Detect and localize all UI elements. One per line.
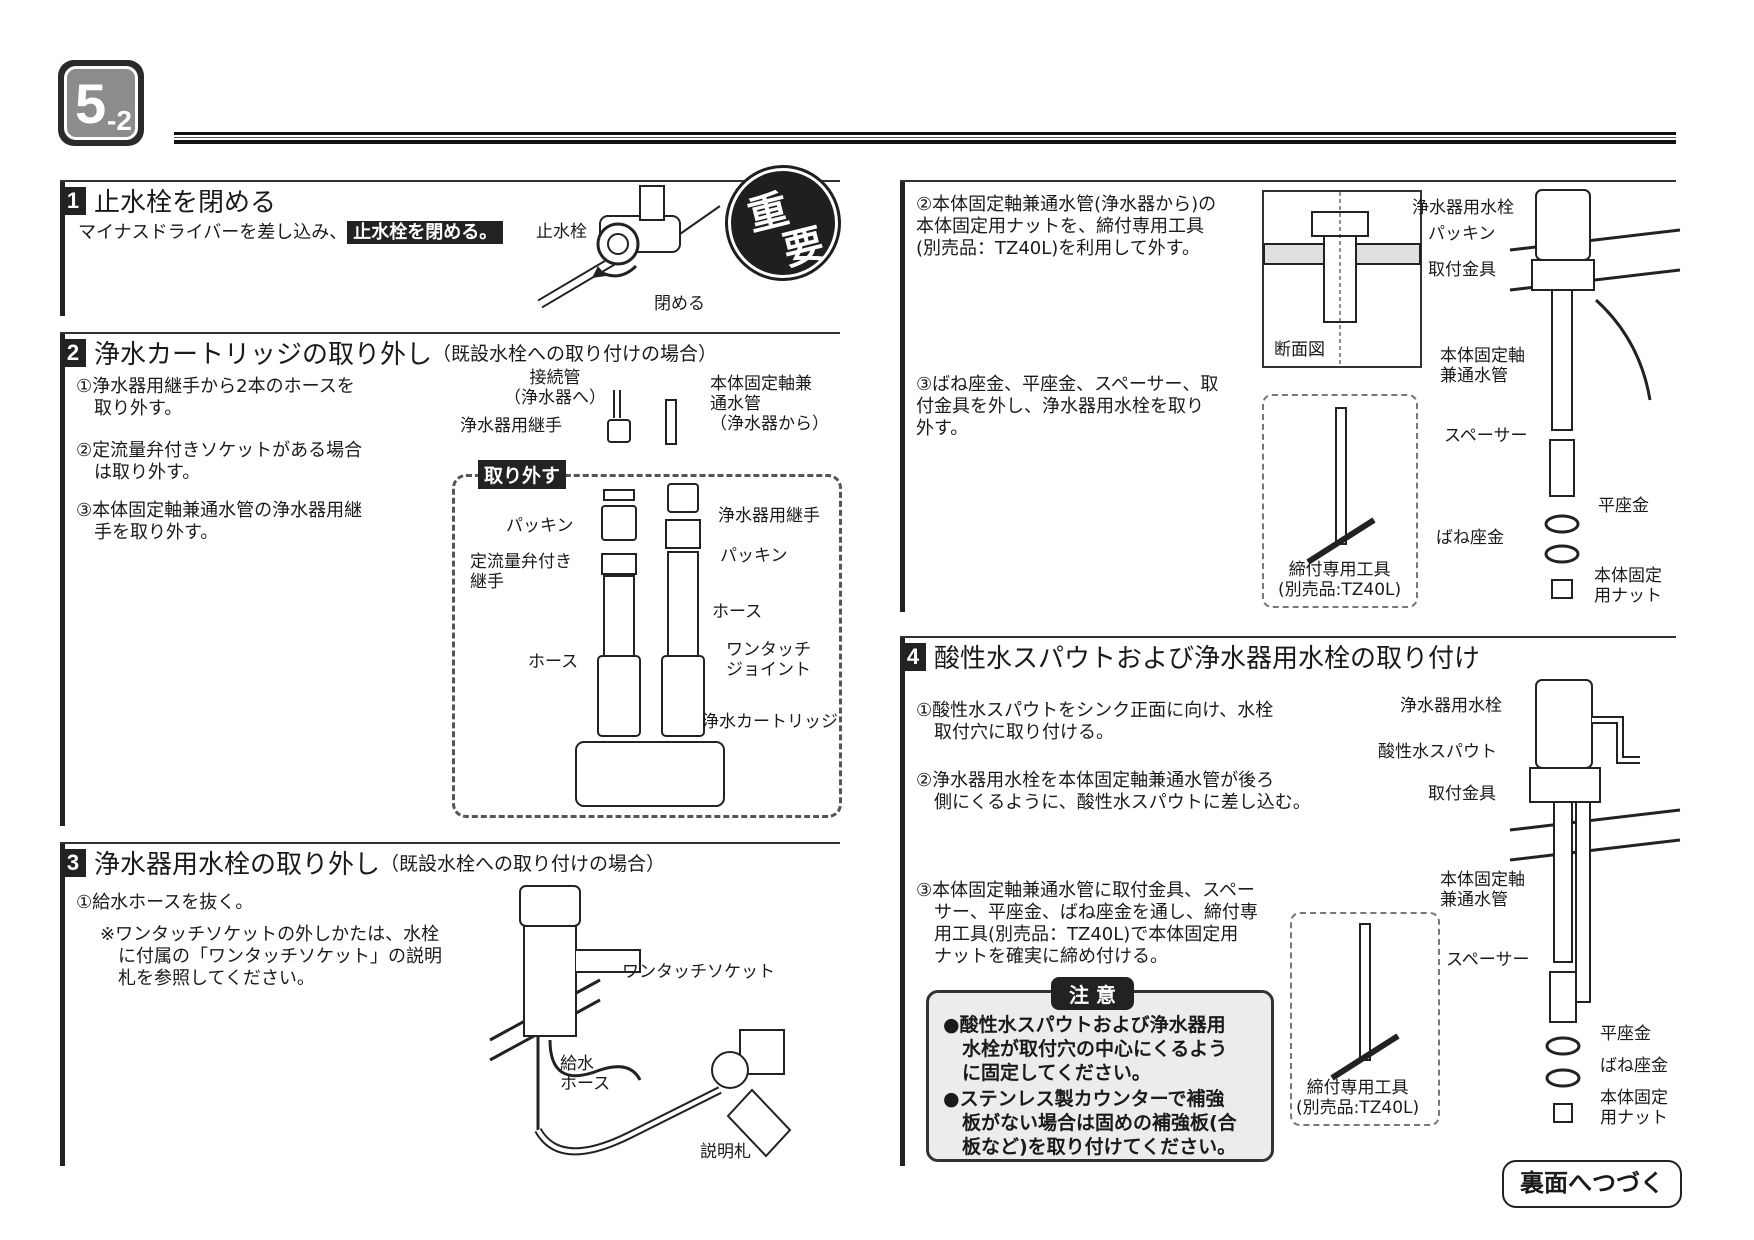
- section-1-number: 1: [60, 186, 86, 215]
- section-3-heading: 3 浄水器用水栓の取り外し（既設水栓への取り付けの場合）: [60, 842, 840, 882]
- label-packing-left: パッキン: [506, 516, 574, 536]
- section-3-title: 浄水器用水栓の取り外し: [94, 850, 381, 880]
- label-washer-bottom: 平座金: [1600, 1024, 1651, 1044]
- section-2-note: （既設水栓への取り付けの場合）: [432, 343, 718, 365]
- important-char-2: 要: [778, 220, 829, 275]
- section-2-step-1: ①浄水器用継手から2本のホースを 取り外す。: [76, 376, 355, 419]
- section-2-number: 2: [60, 338, 86, 367]
- section-4-step-1: ①酸性水スパウトをシンク正面に向け、水栓 取付穴に取り付ける。: [916, 700, 1274, 743]
- section-4-step-3: ③本体固定軸兼通水管に取付金具、スペー サー、平座金、ばね座金を通し、締付専 用…: [916, 880, 1258, 967]
- label-onetouch-socket: ワンタッチソケット: [622, 962, 775, 982]
- section-3-note: （既設水栓への取り付けの場合）: [380, 853, 666, 875]
- right-top-rule: [900, 180, 905, 612]
- label-fitting-right: 浄水器用継手: [718, 506, 820, 526]
- important-badge: 重 要: [716, 156, 850, 290]
- label-supply-hose: 給水 ホース: [560, 1054, 611, 1094]
- right-step-3: ③ばね座金、平座金、スペーサー、取 付金具を外し、浄水器用水栓を取り 外す。: [916, 374, 1219, 439]
- label-faucet-top: 浄水器用水栓: [1412, 198, 1514, 218]
- section-number-badge: 5 -2: [58, 60, 144, 146]
- label-spring-top: ばね座金: [1436, 528, 1504, 548]
- label-spacer-top: スペーサー: [1444, 426, 1528, 446]
- label-onetouch-joint: ワンタッチ ジョイント: [726, 640, 811, 680]
- faucet-assembly-illustration-bottom: [1509, 679, 1681, 1123]
- instruction-text: マイナスドライバーを差し込み、: [78, 222, 348, 243]
- section-3-step-1: ①給水ホースを抜く。: [76, 892, 254, 913]
- section-2-title: 浄水カートリッジの取り外し: [94, 340, 433, 370]
- remove-tag: 取り外す: [478, 460, 567, 489]
- tool-illustration-top: [1306, 407, 1376, 565]
- cross-section-box: 断面図: [1262, 190, 1422, 368]
- remove-diagram-box: [452, 474, 842, 818]
- label-shaft-pipe: 本体固定軸兼 通水管 （浄水器から）: [710, 374, 829, 434]
- label-shaft-bottom: 本体固定軸 兼通水管: [1440, 870, 1525, 910]
- label-packing-top: パッキン: [1428, 224, 1496, 244]
- section-1-title: 止水栓を閉める: [94, 188, 277, 218]
- section-3-note-text: ※ワンタッチソケットの外しかたは、水栓 に付属の「ワンタッチソケット」の説明 札…: [100, 924, 442, 989]
- label-cartridge: 浄水カートリッジ: [702, 712, 838, 732]
- section-4-number: 4: [900, 642, 926, 671]
- label-info-tag: 説明札: [700, 1142, 751, 1162]
- section-2-rule: [60, 332, 65, 826]
- section-3-number: 3: [60, 848, 86, 877]
- fitting-detail-illustration: [607, 390, 677, 445]
- caution-item-2: ●ステンレス製カウンターで補強 板がない場合は固めの補強板(合 板など)を取り付…: [943, 1088, 1237, 1158]
- stop-valve-illustration: [537, 185, 721, 309]
- tool-box-top: 締付専用工具 (別売品:TZ40L): [1262, 394, 1418, 608]
- label-bracket-top: 取付金具: [1428, 260, 1496, 280]
- label-hose-left: ホース: [528, 652, 579, 672]
- label-fitting-top: 浄水器用継手: [460, 416, 562, 436]
- faucet-removal-illustration: [489, 885, 792, 1158]
- tool-box-bottom: 締付専用工具 (別売品:TZ40L): [1290, 912, 1440, 1126]
- section-4-title: 酸性水スパウトおよび浄水器用水栓の取り付け: [934, 644, 1481, 674]
- header-rule: [174, 132, 1676, 144]
- cross-section-illustration: [1263, 192, 1421, 366]
- badge-number: 5: [75, 72, 107, 135]
- label-packing-right: パッキン: [720, 546, 788, 566]
- faucet-assembly-illustration-top: [1509, 189, 1681, 599]
- label-connect-pipe: 接続管 （浄水器へ）: [504, 368, 606, 408]
- right-top-heading-line: [900, 180, 1676, 182]
- continue-on-back-label: 裏面へつづく: [1502, 1160, 1682, 1208]
- label-spout: 酸性水スパウト: [1378, 742, 1497, 762]
- label-shaft-top: 本体固定軸 兼通水管: [1440, 346, 1525, 386]
- label-spacer-bottom: スペーサー: [1446, 950, 1530, 970]
- section-2-step-3: ③本体固定軸兼通水管の浄水器用継 手を取り外す。: [76, 500, 363, 543]
- instruction-emphasis: 止水栓を閉める。: [347, 221, 504, 244]
- label-washer-top: 平座金: [1598, 496, 1649, 516]
- label-faucet-bottom: 浄水器用水栓: [1400, 696, 1502, 716]
- caution-title: 注 意: [1051, 977, 1134, 1010]
- tool-label-top: 締付専用工具 (別売品:TZ40L): [1278, 560, 1402, 600]
- caution-item-1: ●酸性水スパウトおよび浄水器用 水栓が取付穴の中心にくるよう に固定してください…: [943, 1014, 1228, 1084]
- badge-subnumber: -2: [107, 105, 132, 136]
- section-1-heading: 1 止水栓を閉める: [60, 180, 840, 220]
- tool-illustration-bottom: [1330, 923, 1400, 1081]
- section-2-step-2: ②定流量弁付きソケットがある場合 は取り外す。: [76, 440, 363, 483]
- label-bracket-bottom: 取付金具: [1428, 784, 1496, 804]
- label-nut-top: 本体固定 用ナット: [1594, 566, 1662, 606]
- label-close: 閉める: [654, 294, 705, 314]
- section-4-rule: [900, 636, 905, 1166]
- right-step-2: ②本体固定軸兼通水管(浄水器から)の 本体固定用ナットを、締付専用工具 (別売品…: [916, 194, 1217, 259]
- section-4-step-2: ②浄水器用水栓を本体固定軸兼通水管が後ろ 側にくるように、酸性水スパウトに差し込…: [916, 770, 1311, 813]
- section-3-rule: [60, 842, 65, 1166]
- label-hose-right: ホース: [712, 602, 763, 622]
- label-spring-bottom: ばね座金: [1600, 1056, 1668, 1076]
- section-4-heading: 4 酸性水スパウトおよび浄水器用水栓の取り付け: [900, 636, 1676, 676]
- label-flow-valve: 定流量弁付き 継手: [470, 552, 572, 592]
- label-stop-valve: 止水栓: [536, 222, 587, 242]
- cross-section-label: 断面図: [1274, 340, 1325, 360]
- section-1-rule: [60, 180, 65, 316]
- section-2-heading: 2 浄水カートリッジの取り外し（既設水栓への取り付けの場合）: [60, 332, 840, 372]
- cartridge-illustration: [575, 483, 725, 807]
- tool-label-bottom: 締付専用工具 (別売品:TZ40L): [1296, 1078, 1420, 1118]
- label-nut-bottom: 本体固定 用ナット: [1600, 1088, 1668, 1128]
- caution-box: 注 意 ●酸性水スパウトおよび浄水器用 水栓が取付穴の中心にくるよう に固定して…: [926, 977, 1274, 1162]
- section-1-instruction: マイナスドライバーを差し込み、止水栓を閉める。: [78, 221, 504, 244]
